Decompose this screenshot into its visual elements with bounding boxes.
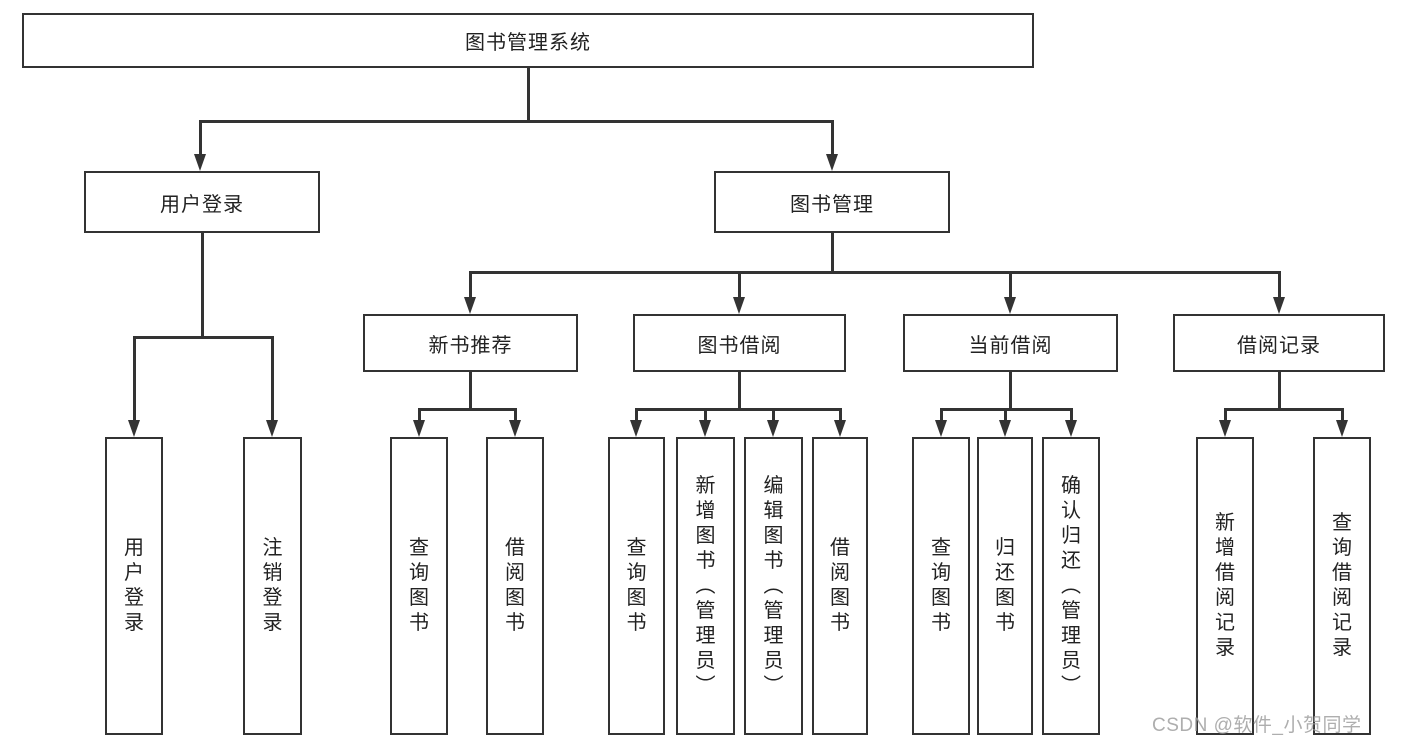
arrow-to-bb-edit — [767, 420, 779, 437]
arrow-to-nb-query — [413, 420, 425, 437]
connector-stub-nb-borrow — [513, 408, 517, 424]
connector-userlogin-branch — [132, 336, 274, 339]
node-root-library-system: 图书管理系统 — [22, 13, 1034, 68]
connector-stub-user-login — [198, 120, 202, 158]
node-book-management-label: 图书管理 — [790, 193, 874, 216]
leaf-nb-query-books-label: 查询图书 — [409, 537, 429, 634]
arrow-to-nb-borrow — [509, 420, 521, 437]
arrow-to-user-login — [194, 154, 206, 171]
leaf-br-add-record-label: 新增借阅记录 — [1215, 512, 1235, 659]
leaf-cb-return-books: 归还图书 — [977, 437, 1033, 735]
connector-stub-borrow-records — [1277, 271, 1281, 300]
arrow-to-bb-borrow — [834, 420, 846, 437]
arrow-to-current-borrow — [1004, 297, 1016, 314]
leaf-bb-add-books-admin: 新增图书︵管理员︶ — [676, 437, 735, 735]
connector-bb-trunk — [737, 372, 741, 408]
node-user-login: 用户登录 — [84, 171, 320, 233]
leaf-bb-edit-books-admin-label: 编辑图书︵管理员︶ — [763, 474, 784, 697]
leaf-user-login-label: 用户登录 — [124, 537, 144, 634]
node-current-borrow-label: 当前借阅 — [968, 334, 1053, 357]
node-book-borrow-label: 图书借阅 — [697, 334, 782, 357]
node-book-borrow: 图书借阅 — [633, 314, 846, 372]
leaf-cb-query-books-label: 查询图书 — [931, 537, 951, 634]
leaf-bb-query-books-label: 查询图书 — [626, 537, 647, 634]
connector-nb-branch — [417, 408, 517, 411]
arrow-to-cb-return — [999, 420, 1011, 437]
connector-cb-trunk — [1008, 372, 1012, 408]
connector-stub-cb-return — [1003, 408, 1007, 424]
connector-stub-current-borrow — [1008, 271, 1012, 300]
arrow-to-borrow-records — [1273, 297, 1285, 314]
arrow-to-br-add — [1219, 420, 1231, 437]
connector-nb-trunk — [468, 372, 472, 408]
leaf-cb-return-books-label: 归还图书 — [995, 537, 1015, 634]
leaf-nb-borrow-books-label: 借阅图书 — [505, 537, 525, 634]
connector-bb-branch — [634, 408, 842, 411]
leaf-bb-borrow-books-label: 借阅图书 — [830, 537, 850, 634]
leaf-logout-label: 注销登录 — [262, 537, 283, 634]
leaf-bb-borrow-books: 借阅图书 — [812, 437, 868, 735]
leaf-user-login: 用户登录 — [105, 437, 163, 735]
connector-userlogin-trunk — [200, 233, 204, 336]
leaf-bb-query-books: 查询图书 — [608, 437, 665, 735]
connector-stub-cb-query — [939, 408, 943, 424]
arrow-to-bb-query — [630, 420, 642, 437]
leaf-br-query-record-label: 查询借阅记录 — [1332, 512, 1352, 659]
arrow-to-login-leaf — [128, 420, 140, 437]
connector-stub-bb-borrow — [838, 408, 842, 424]
leaf-nb-query-books: 查询图书 — [390, 437, 448, 735]
node-borrow-records-label: 借阅记录 — [1237, 334, 1321, 357]
arrow-to-new-book — [464, 297, 476, 314]
node-book-management: 图书管理 — [714, 171, 950, 233]
connector-root-branch — [198, 120, 834, 123]
connector-stub-cb-confirm — [1069, 408, 1073, 424]
connector-stub-book-mgmt — [830, 120, 834, 158]
node-user-login-label: 用户登录 — [160, 193, 244, 216]
node-current-borrow: 当前借阅 — [903, 314, 1118, 372]
leaf-nb-borrow-books: 借阅图书 — [486, 437, 544, 735]
connector-stub-new-book — [468, 271, 472, 300]
leaf-cb-confirm-return-admin-label: 确认归还︵管理员︶ — [1061, 474, 1081, 697]
leaf-cb-query-books: 查询图书 — [912, 437, 970, 735]
leaf-logout: 注销登录 — [243, 437, 302, 735]
connector-bookmgmt-branch — [468, 271, 1281, 274]
leaf-cb-confirm-return-admin: 确认归还︵管理员︶ — [1042, 437, 1100, 735]
csdn-watermark: CSDN @软件_小贺同学 — [1152, 715, 1362, 736]
connector-br-trunk — [1277, 372, 1281, 408]
connector-stub-br-add — [1223, 408, 1227, 424]
leaf-bb-add-books-admin-label: 新增图书︵管理员︶ — [695, 474, 716, 697]
node-root-label: 图书管理系统 — [465, 32, 591, 54]
arrow-to-br-query — [1336, 420, 1348, 437]
arrow-to-logout-leaf — [266, 420, 278, 437]
arrow-to-book-mgmt — [826, 154, 838, 171]
arrow-to-cb-query — [935, 420, 947, 437]
connector-stub-br-query — [1340, 408, 1344, 424]
connector-root-trunk — [526, 68, 530, 120]
connector-bookmgmt-trunk — [830, 233, 834, 271]
arrow-to-book-borrow — [733, 297, 745, 314]
node-new-book-recommend-label: 新书推荐 — [428, 334, 513, 357]
leaf-br-query-record: 查询借阅记录 — [1313, 437, 1371, 735]
connector-stub-bb-edit — [771, 408, 775, 424]
connector-stub-nb-query — [417, 408, 421, 424]
connector-stub-logout-leaf — [270, 336, 274, 424]
connector-stub-login-leaf — [132, 336, 136, 424]
connector-stub-book-borrow — [737, 271, 741, 300]
connector-br-branch — [1223, 408, 1344, 411]
leaf-bb-edit-books-admin: 编辑图书︵管理员︶ — [744, 437, 803, 735]
connector-stub-bb-query — [634, 408, 638, 424]
connector-stub-bb-add — [703, 408, 707, 424]
node-new-book-recommend: 新书推荐 — [363, 314, 578, 372]
leaf-br-add-record: 新增借阅记录 — [1196, 437, 1254, 735]
arrow-to-bb-add — [699, 420, 711, 437]
node-borrow-records: 借阅记录 — [1173, 314, 1385, 372]
arrow-to-cb-confirm — [1065, 420, 1077, 437]
